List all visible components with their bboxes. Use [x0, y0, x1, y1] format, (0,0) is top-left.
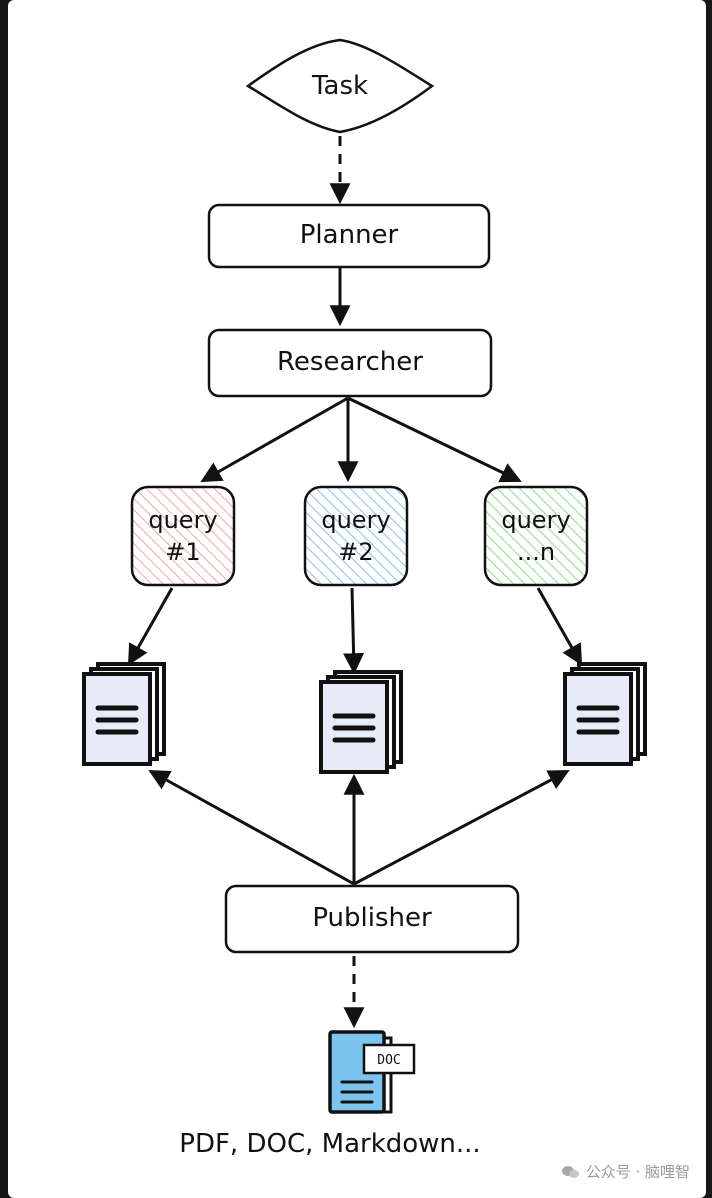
publisher-node: Publisher	[224, 884, 520, 954]
query-box-n	[483, 485, 589, 587]
query-n-line2: ...n	[517, 538, 555, 566]
query-box-1	[130, 485, 236, 587]
publisher-label: Publisher	[312, 903, 432, 933]
query-node-2: query #2	[303, 485, 409, 587]
task-diamond	[245, 38, 435, 134]
query-1-line1: query	[148, 506, 217, 534]
query-1-line2: #1	[165, 538, 200, 566]
query-box-2	[303, 485, 409, 587]
output-document-icon: DOC	[328, 1030, 416, 1114]
planner-node: Planner	[207, 203, 491, 269]
arrow-query-2-docs	[343, 587, 365, 675]
query-n-line1: query	[501, 506, 570, 534]
output-formats-label: PDF, DOC, Markdown...	[179, 1129, 480, 1159]
publisher-box	[224, 884, 520, 954]
researcher-node: Researcher	[207, 328, 493, 398]
researcher-label: Researcher	[277, 347, 423, 377]
arrow-publisher-docs-1	[148, 769, 355, 886]
document-stack-2	[321, 672, 401, 772]
doc-badge-box	[362, 1043, 416, 1075]
arrow-query-n-docs	[536, 587, 583, 666]
watermark: 公众号 · 脑哩智	[561, 1161, 690, 1182]
wechat-icon	[561, 1165, 580, 1179]
query-2-line2: #2	[338, 538, 373, 566]
query-node-n: query ...n	[483, 485, 589, 587]
doc-badge-label: DOC	[377, 1053, 400, 1068]
planner-box	[207, 203, 491, 269]
document-stack-n	[565, 664, 645, 764]
diagram-canvas: Task Planner Researcher query #1 query #…	[8, 0, 706, 1198]
watermark-text: 公众号 · 脑哩智	[585, 1163, 690, 1181]
task-node: Task	[245, 38, 435, 134]
query-2-line1: query	[321, 506, 390, 534]
flow-diagram: Task Planner Researcher query #1 query #…	[8, 38, 706, 1159]
query-node-1: query #1	[130, 485, 236, 587]
arrow-query-1-docs	[127, 587, 174, 666]
arrow-researcher-query-n	[347, 396, 522, 483]
researcher-box	[207, 328, 493, 398]
document-stack-1	[84, 664, 164, 764]
task-label: Task	[311, 71, 368, 101]
planner-label: Planner	[300, 220, 399, 250]
arrow-researcher-query-1	[200, 396, 349, 483]
arrow-publisher-docs-n	[353, 770, 570, 886]
